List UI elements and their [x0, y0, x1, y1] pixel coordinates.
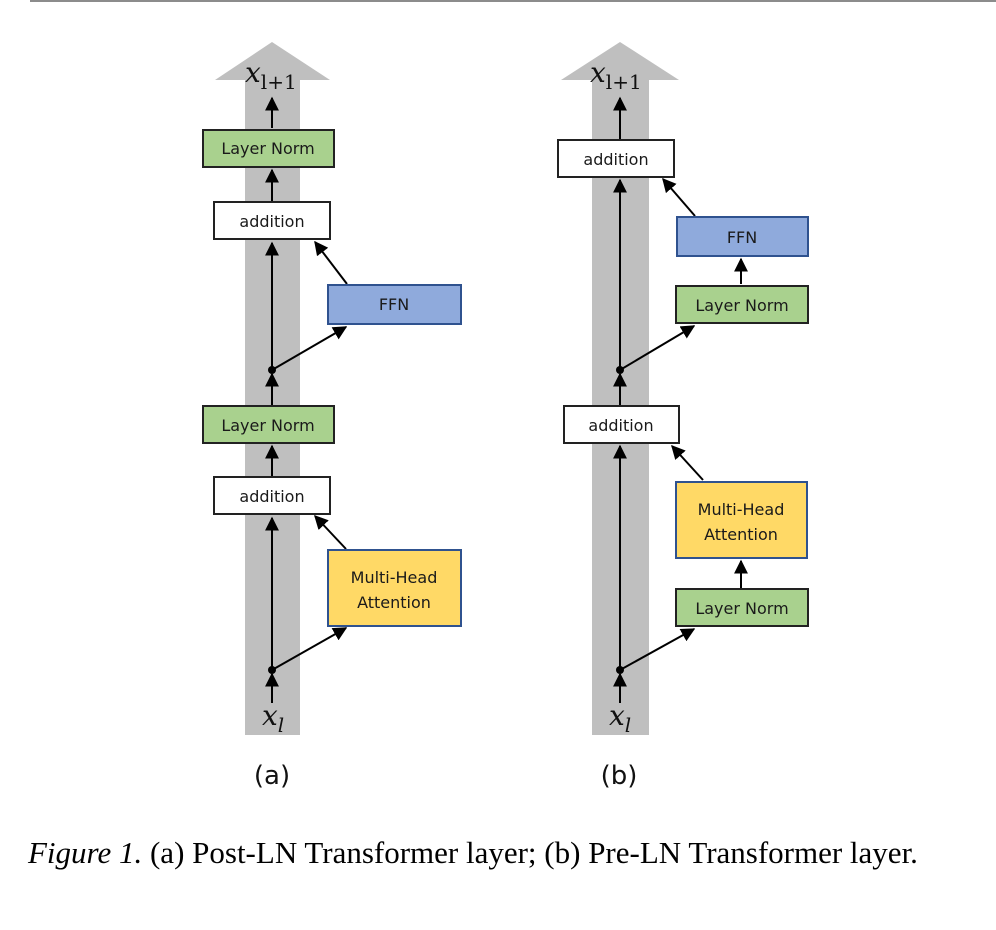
input-label-b: xl: [609, 699, 631, 737]
caption-text: (a) Post-LN Transformer layer; (b) Pre-L…: [142, 835, 918, 870]
attention-a-label-2: Attention: [357, 593, 431, 612]
layer-norm-ffn-b: [675, 285, 809, 324]
addition-mid-a: [213, 476, 331, 515]
ffn-a-label: FFN: [379, 295, 409, 314]
addition-mid-b: [563, 405, 680, 444]
branch-point-b-lower: [616, 666, 624, 674]
branch-point-a-upper: [268, 366, 276, 374]
layer-norm-mid-a: [202, 405, 335, 444]
figure-caption: Figure 1. (a) Post-LN Transformer layer;…: [28, 834, 988, 872]
panel-b: xl+1 addition FFN Layer Norm addition Mu…: [557, 42, 809, 791]
arrow-a-attn-to-add: [314, 514, 347, 550]
attention-a-label-1: Multi-Head: [351, 568, 438, 587]
panel-a: xl+1 Layer Norm addition FFN Layer Norm …: [202, 42, 462, 791]
attention-a: [327, 549, 462, 627]
branch-point-a-lower: [268, 666, 276, 674]
panel-a-label: (a): [254, 761, 290, 791]
addition-top-a: [213, 201, 331, 240]
addition-mid-b-label: addition: [588, 416, 653, 435]
branch-point-b-upper: [616, 366, 624, 374]
transformer-diagram: xl+1 Layer Norm addition FFN Layer Norm …: [202, 42, 809, 791]
layer-norm-ffn-b-label: Layer Norm: [695, 296, 788, 315]
layer-norm-top-a: [202, 129, 335, 168]
panel-b-label: (b): [601, 761, 638, 791]
arrow-b-ffn-to-add: [662, 177, 696, 217]
layer-norm-attn-b: [675, 588, 809, 627]
layer-norm-top-a-label: Layer Norm: [221, 139, 314, 158]
top-rule: [30, 0, 996, 2]
arrow-b-branch-to-norm-lower: [619, 628, 696, 671]
attention-b-label-1: Multi-Head: [698, 500, 785, 519]
output-label-b: xl+1: [590, 56, 642, 94]
arrow-a-branch-to-ffn: [271, 326, 348, 371]
addition-mid-a-label: addition: [239, 487, 304, 506]
output-label-a: xl+1: [245, 56, 297, 94]
ffn-a: [327, 284, 462, 325]
arrow-a-ffn-to-add: [314, 240, 348, 285]
ffn-b-label: FFN: [727, 228, 757, 247]
input-label-a: xl: [262, 699, 284, 737]
figure-number: Figure 1.: [28, 835, 143, 870]
attention-b-label-2: Attention: [704, 525, 778, 544]
layer-norm-mid-a-label: Layer Norm: [221, 416, 314, 435]
addition-top-a-label: addition: [239, 212, 304, 231]
addition-top-b-label: addition: [583, 150, 648, 169]
arrow-b-attn-to-add: [671, 444, 704, 481]
addition-top-b: [557, 139, 675, 178]
ffn-b: [676, 216, 809, 257]
arrow-b-branch-to-norm: [619, 325, 696, 371]
layer-norm-attn-b-label: Layer Norm: [695, 599, 788, 618]
attention-b: [675, 481, 808, 559]
arrow-a-branch-to-attn: [271, 627, 348, 671]
